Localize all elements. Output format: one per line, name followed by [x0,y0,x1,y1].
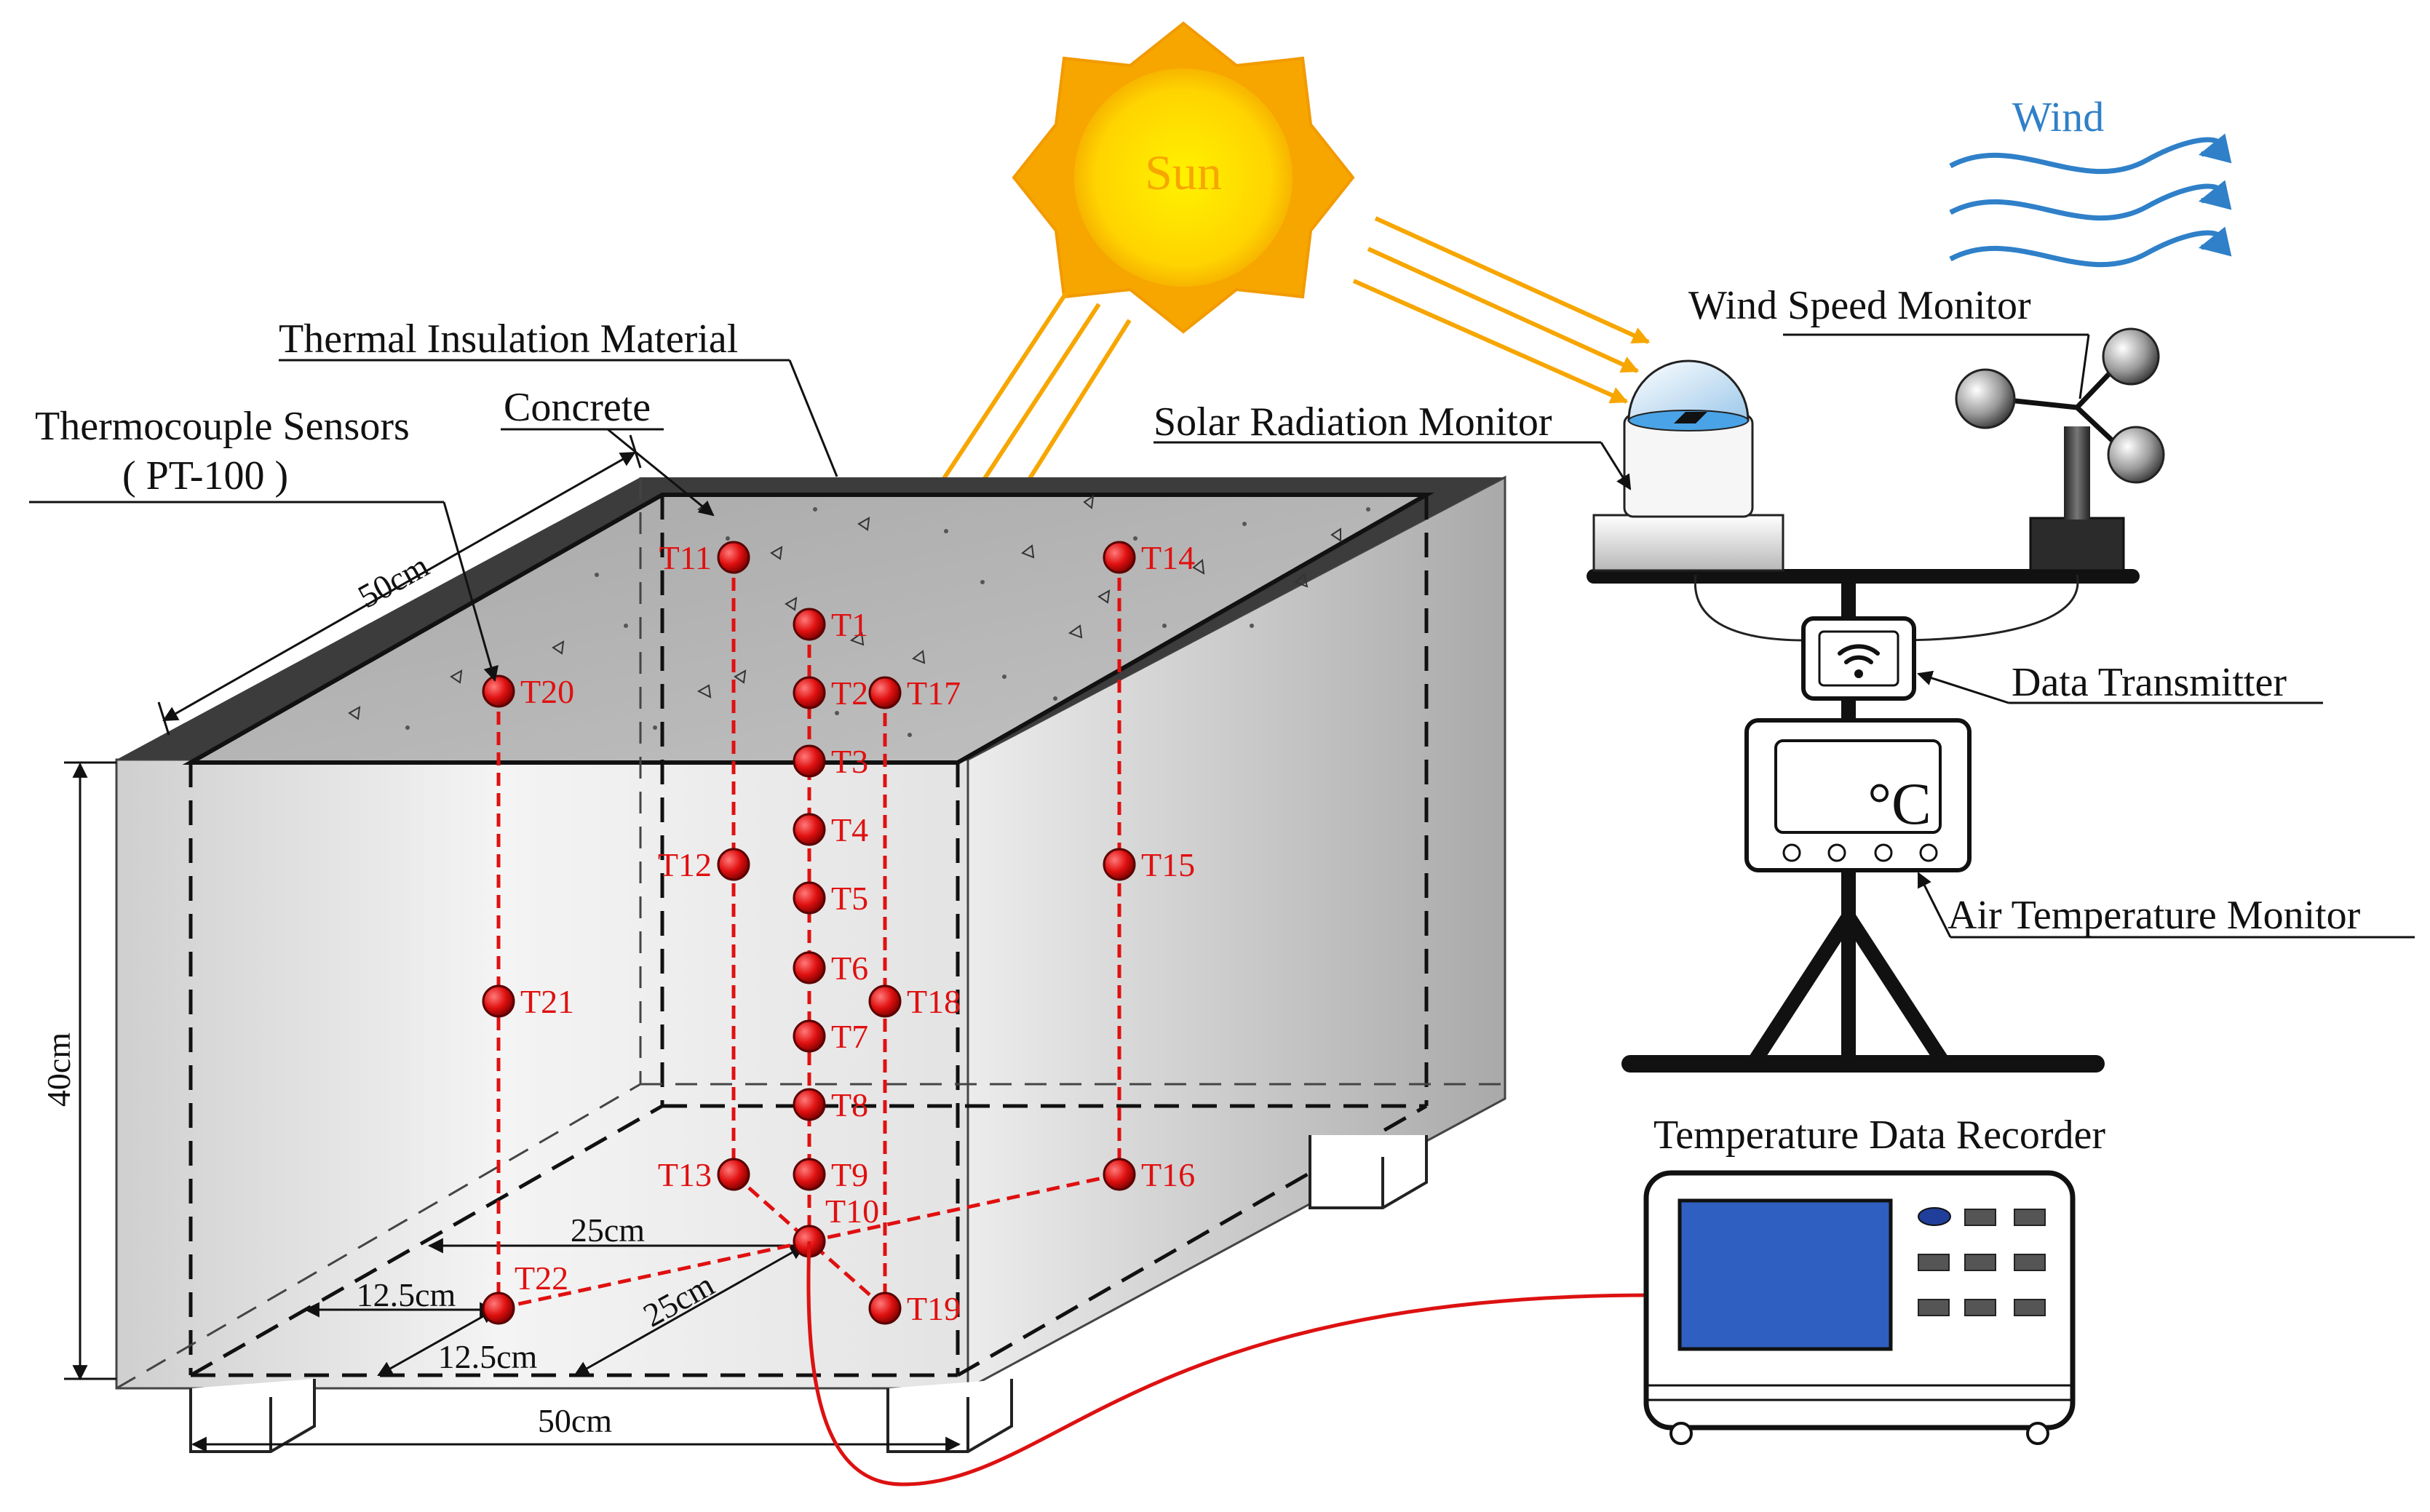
sensor-t8-marker [793,1088,826,1121]
temperature-display: °C [1867,771,1931,837]
sun-rays-monitor [1352,216,1651,404]
sensor-t13-label: T13 [658,1156,712,1193]
label-air-temperature-monitor: Air Temperature Monitor [1947,893,2361,938]
sensor-t22-label: T22 [515,1260,568,1297]
recorder-buttons [1918,1209,2046,1316]
sensor-t6-marker [793,951,826,984]
sensor-t20-label: T20 [520,673,574,710]
sensor-t11-label: T11 [659,539,712,576]
monitor-cables [1694,574,2079,642]
label-temperature-data-recorder: Temperature Data Recorder [1653,1113,2105,1158]
sensor-t3-label: T3 [831,743,868,780]
sensor-t4-marker [793,813,826,846]
temperature-data-recorder [1643,1170,2076,1445]
sensor-t12-label: T12 [658,846,712,883]
sensor-t1-marker [793,608,826,641]
weather-station: °C [1587,327,2165,1073]
sensor-t9-marker [793,1158,826,1191]
dim-inner-25-horizontal: 25cm [571,1211,645,1249]
sensor-t17-marker [868,676,902,709]
sensor-t22-marker [482,1292,515,1325]
sensor-t13-marker [717,1158,750,1191]
sensor-t11-marker [717,541,750,574]
sensor-t16-marker [1103,1158,1136,1191]
label-thermocouple-model: ( PT-100 ) [122,453,288,498]
label-wind-speed-monitor: Wind Speed Monitor [1688,283,2031,328]
sensor-t15-marker [1103,848,1136,881]
sensor-t7-marker [793,1019,826,1053]
sensor-t18-label: T18 [907,983,961,1020]
sensor-t12-marker [717,848,750,881]
air-temperature-monitor: °C [1744,718,1972,872]
sensor-layer: T1T2T3T4T5T6T7T8T9T10T11T12T13T14T15T16T… [482,539,1195,1327]
sensor-t15-label: T15 [1141,846,1195,883]
dimension-lines [64,434,961,1452]
wifi-icon [1838,644,1880,678]
dim-12-5-diagonal: 12.5cm [438,1338,538,1375]
wind-speed-monitor [1955,327,2165,572]
sensor-t10-label: T10 [825,1193,879,1230]
label-thermal-insulation: Thermal Insulation Material [279,317,738,362]
sensor-t2-label: T2 [831,675,868,712]
sensor-t8-label: T8 [831,1086,868,1123]
outer-hidden-edges [116,477,1505,1390]
sun-disc [1074,68,1293,287]
sensor-t9-label: T9 [831,1156,868,1193]
sensor-t21-marker [482,984,515,1018]
sun-label: Sun [1145,145,1222,200]
station-callouts [1154,333,2415,939]
dim-bottom-width: 50cm [538,1402,612,1439]
sun-icon: Sun [1012,21,1355,334]
sensor-t14-label: T14 [1141,539,1195,576]
sensor-t20-marker [482,675,515,708]
data-cable [806,1241,1653,1487]
label-concrete: Concrete [504,385,651,430]
sensor-t5-label: T5 [831,880,868,917]
sensor-t5-marker [793,881,826,915]
dim-12-5-horizontal: 12.5cm [357,1276,456,1313]
sensor-t21-label: T21 [520,983,574,1020]
sensor-t19-label: T19 [907,1290,961,1327]
sensor-t19-marker [868,1292,902,1325]
box-feet [189,1135,1428,1453]
solar-radiation-monitor [1592,359,1784,572]
wind-icon [1949,133,2232,268]
label-data-transmitter: Data Transmitter [2012,660,2287,705]
sensor-t7-label: T7 [831,1018,868,1055]
sensor-t16-label: T16 [1141,1156,1195,1193]
label-thermocouple-sensors: Thermocouple Sensors [35,404,410,449]
left-callouts [29,359,838,683]
sensor-t3-marker [793,744,826,778]
data-transmitter [1801,616,1916,701]
sensor-t6-label: T6 [831,950,868,987]
label-solar-radiation-monitor: Solar Radiation Monitor [1154,399,1552,445]
wind-label: Wind [2012,93,2105,140]
sensor-t2-marker [793,676,826,709]
dim-height: 40cm [40,1032,77,1107]
sensor-crossbar [1587,569,2140,584]
sensor-t1-label: T1 [831,606,868,643]
sensor-t17-label: T17 [907,675,961,712]
sensor-t4-label: T4 [831,811,868,848]
sensor-t14-marker [1103,541,1136,574]
sensor-t18-marker [868,984,902,1018]
